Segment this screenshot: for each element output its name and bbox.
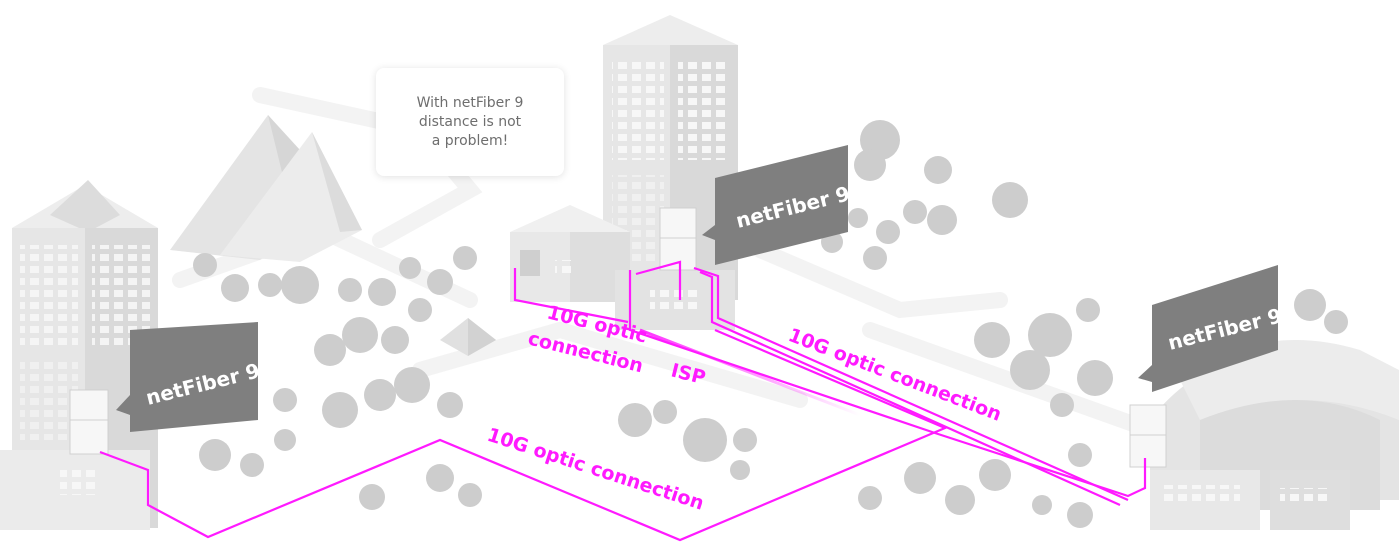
center-device: [659, 207, 697, 271]
fiber-lines: [99, 260, 1147, 542]
right-device: [1129, 404, 1167, 468]
callout-line-3: a problem!: [431, 132, 509, 149]
tag-left: netFiber 9: [116, 322, 262, 432]
left-building: [0, 180, 158, 530]
tag-right: netFiber 9: [1138, 265, 1284, 392]
right-hangar: [1150, 340, 1399, 530]
mountains: [170, 115, 496, 356]
callout-line-1: With netFiber 9: [416, 94, 524, 111]
fiber-right-4: [635, 260, 682, 300]
fiber-right-2: [693, 266, 1129, 502]
tag-center: netFiber 9: [702, 145, 852, 265]
trees: [193, 120, 1348, 528]
callout-line-2: distance is not: [418, 113, 522, 130]
fiber-right-3: [699, 270, 1121, 507]
isp-link: [639, 328, 861, 417]
callout-bubble: With netFiber 9 distance is not a proble…: [376, 68, 564, 176]
link-bottom-label: 10G optic connection: [484, 424, 706, 515]
left-device: [69, 389, 109, 455]
fiber-center-short: [513, 268, 629, 324]
fiber-left-bottom: [99, 328, 948, 542]
